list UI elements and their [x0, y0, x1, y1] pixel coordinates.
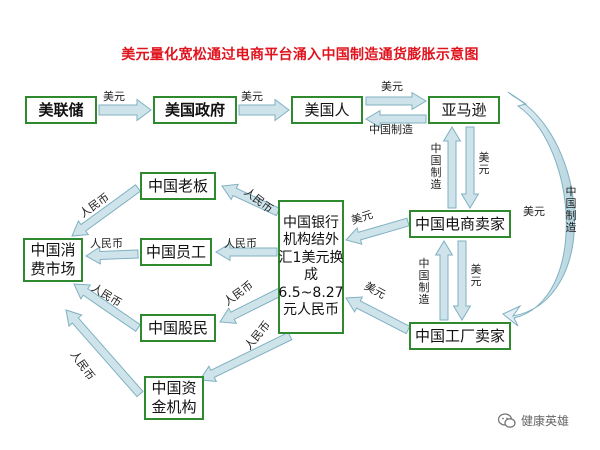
label-rmb-bank-staff: 人民币	[224, 237, 257, 250]
arrow-capital-to-market	[65, 309, 144, 398]
node-cn-staff: 中国员工	[140, 238, 212, 266]
node-cn-market: 中国消费市场	[23, 238, 83, 282]
node-cn-factory: 中国工厂卖家	[409, 322, 511, 350]
watermark: 健康英雄	[498, 412, 569, 429]
label-made-in-china-curve: 中国制造	[565, 185, 577, 234]
curved-arrow-made-in-china	[502, 91, 576, 327]
arrow-boss-to-market	[71, 184, 142, 237]
label-usd-fed-gov: 美元	[103, 90, 125, 103]
wechat-icon	[498, 412, 516, 428]
node-amazon: 亚马逊	[428, 96, 500, 124]
arrow-bank-to-boss	[221, 183, 281, 217]
arrow-ecom-to-amazon	[442, 126, 462, 209]
node-cn-capital: 中国资金机构	[144, 376, 204, 420]
arrow-investor-to-market	[73, 283, 141, 332]
label-made-in-china-amazon-people: 中国制造	[369, 123, 413, 136]
label-usd-ecom-factory: 美元	[470, 263, 482, 288]
arrow-people-to-amazon	[365, 91, 427, 111]
arrow-bank-to-investor	[219, 287, 283, 324]
watermark-text: 健康英雄	[521, 414, 570, 428]
node-us-gov: 美国政府	[153, 96, 237, 124]
arrow-ecom-to-bank	[345, 217, 410, 245]
arrow-staff-to-market	[85, 246, 139, 265]
label-usd-gov-people: 美元	[241, 90, 263, 103]
label-usd-amazon-ecom: 美元	[478, 151, 490, 176]
node-cn-boss: 中国老板	[140, 172, 216, 200]
label-made-in-china-ecom-amazon: 中国制造	[430, 142, 442, 191]
page-title: 美元量化宽松通过电商平台涌入中国制造通货膨胀示意图	[121, 47, 479, 63]
label-usd-people-amazon: 美元	[381, 80, 403, 93]
arrow-bank-to-staff	[215, 242, 278, 262]
arrow-factory-to-bank	[345, 296, 411, 335]
arrow-factory-to-ecom	[434, 240, 454, 321]
node-fed: 美联储	[25, 96, 97, 124]
node-cn-bank: 中国银行机构结外汇1美元换成6.5~8.27元人民币	[278, 200, 344, 334]
arrow-gov-to-people	[238, 98, 290, 122]
arrow-amazon-to-people	[365, 109, 427, 129]
arrow-amazon-to-ecom	[460, 126, 480, 209]
label-usd-curve: 美元	[523, 205, 545, 218]
node-cn-ecom: 中国电商卖家	[409, 210, 511, 238]
label-rmb-staff-market: 人民币	[90, 237, 123, 250]
arrow-fed-to-gov	[98, 98, 152, 122]
node-us-people: 美国人	[291, 96, 363, 124]
label-made-in-china-factory-ecom: 中国制造	[418, 257, 430, 306]
node-cn-investor: 中国股民	[140, 314, 216, 342]
arrow-ecom-to-factory	[452, 240, 472, 321]
arrow-bank-to-capital	[199, 331, 293, 382]
